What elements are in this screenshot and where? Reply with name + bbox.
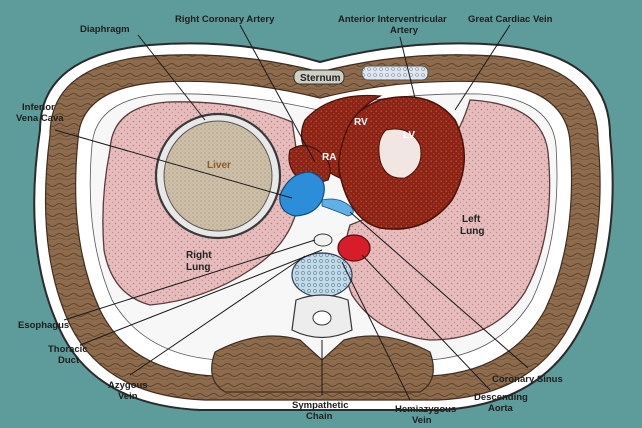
label-liver: Liver (207, 160, 231, 171)
label-sympathetic-chain-line2: Chain (306, 411, 333, 422)
label-diaphragm: Diaphragm (80, 24, 130, 35)
descending-aorta-vessel (338, 235, 370, 261)
label-anterior-interventricular-artery-line1: Anterior Interventricular (338, 14, 447, 25)
label-right-lung-line2: Lung (186, 262, 210, 273)
liver (164, 121, 272, 231)
label-coronary-sinus: Coronary Sinus (492, 374, 563, 385)
label-hemiazygous-vein-line2: Vein (412, 415, 432, 426)
label-hemiazygous-vein-line1: Hemiazygous (395, 404, 456, 415)
costal-cartilage (362, 66, 428, 80)
label-right-lung-line1: Right (186, 250, 212, 261)
label-inferior-vena-cava-line1: Inferior (22, 102, 55, 113)
label-sympathetic-chain-line1: Sympathetic (292, 400, 349, 411)
label-esophagus: Esophagus (18, 320, 69, 331)
label-left-lung-line1: Left (462, 214, 481, 225)
vertebral-body (292, 253, 352, 297)
label-sternum: Sternum (300, 73, 341, 84)
esophagus-structure (314, 234, 332, 246)
label-inferior-vena-cava-line2: Vena Cava (16, 113, 64, 124)
label-anterior-interventricular-artery-line2: Artery (390, 25, 419, 36)
label-thoracic-duct-line2: Duct (58, 355, 80, 366)
label-great-cardiac-vein: Great Cardiac Vein (468, 14, 553, 25)
label-lv: LV (403, 130, 415, 141)
label-thoracic-duct-line1: Thoracic (48, 344, 88, 355)
label-azygous-vein-line2: Vein (118, 391, 138, 402)
label-descending-aorta-line2: Aorta (488, 403, 514, 414)
label-rv: RV (354, 117, 368, 128)
label-ra: RA (322, 152, 336, 163)
label-azygous-vein-line1: Azygous (108, 380, 148, 391)
label-right-coronary-artery: Right Coronary Artery (175, 14, 275, 25)
label-left-lung-line2: Lung (460, 226, 484, 237)
label-descending-aorta-line1: Descending (474, 392, 528, 403)
spinal-canal (313, 311, 331, 325)
